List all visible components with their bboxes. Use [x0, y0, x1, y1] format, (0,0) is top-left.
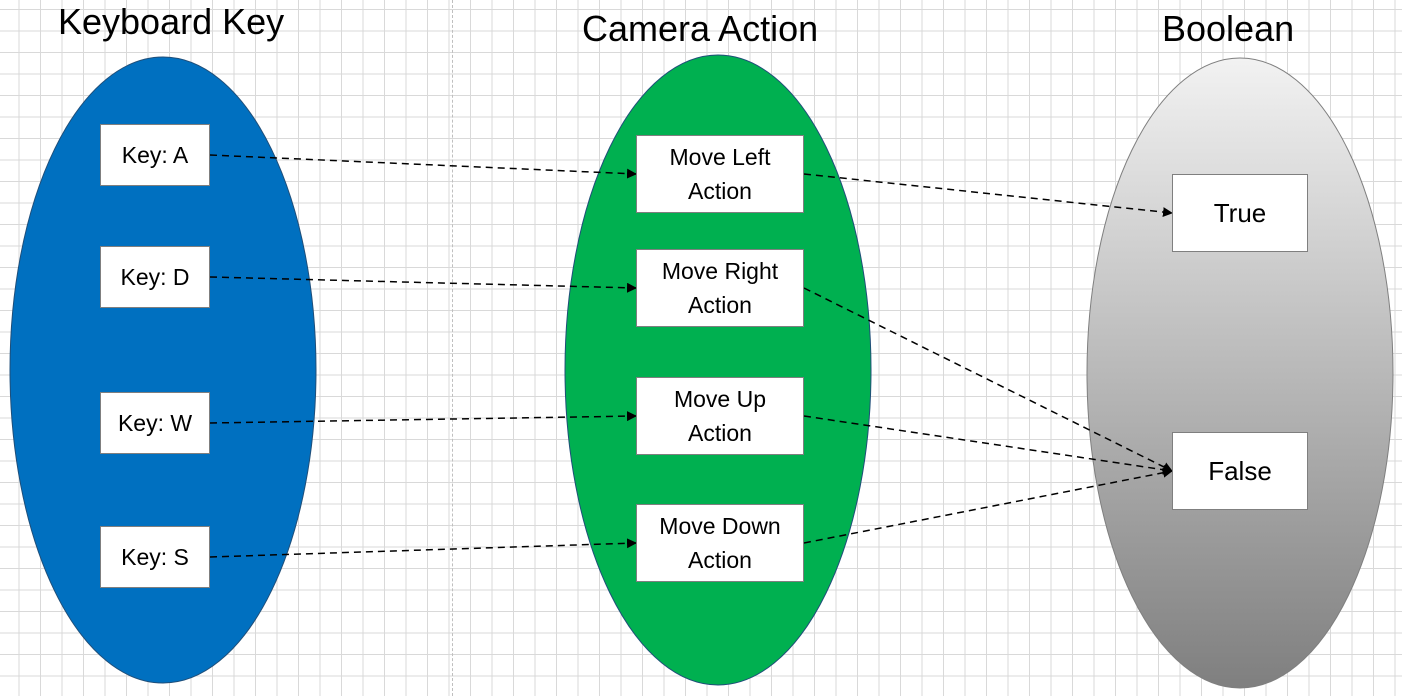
- key-w-label: Key: W: [117, 409, 193, 436]
- move-up-label: Move Up Action: [673, 386, 767, 446]
- edge-move-left-to-true: [803, 173, 1173, 218]
- boolean-title: Boolean: [1162, 8, 1295, 49]
- boolean-ellipse: [1086, 57, 1394, 689]
- move-down-label: Move Down Action: [659, 513, 781, 573]
- key-a-node: Key: A: [100, 124, 210, 186]
- key-s-node: Key: S: [100, 526, 210, 588]
- keyboard-key-ellipse: [9, 56, 317, 684]
- page-break-line: [452, 0, 453, 696]
- move-right-label: Move Right Action: [661, 258, 779, 318]
- key-d-label: Key: D: [120, 263, 190, 290]
- move-right-action-node: Move Right Action: [636, 249, 804, 327]
- key-d-node: Key: D: [100, 246, 210, 308]
- key-w-node: Key: W: [100, 392, 210, 454]
- move-left-action-node: Move Left Action: [636, 135, 804, 213]
- move-up-action-node: Move Up Action: [636, 377, 804, 455]
- true-label: True: [1213, 197, 1267, 228]
- move-down-action-node: Move Down Action: [636, 504, 804, 582]
- key-a-label: Key: A: [121, 141, 189, 168]
- edge-move-right-to-false: [803, 287, 1173, 472]
- move-left-label: Move Left Action: [669, 144, 771, 204]
- false-node: False: [1172, 432, 1308, 510]
- keyboard-key-title: Keyboard Key: [58, 1, 285, 42]
- edge-move-down-to-false: [803, 467, 1173, 544]
- true-node: True: [1172, 174, 1308, 252]
- edge-move-up-to-false: [803, 415, 1173, 475]
- edges-layer: [209, 154, 1173, 558]
- key-s-label: Key: S: [121, 543, 189, 570]
- false-label: False: [1208, 455, 1272, 486]
- camera-action-title: Camera Action: [582, 8, 819, 49]
